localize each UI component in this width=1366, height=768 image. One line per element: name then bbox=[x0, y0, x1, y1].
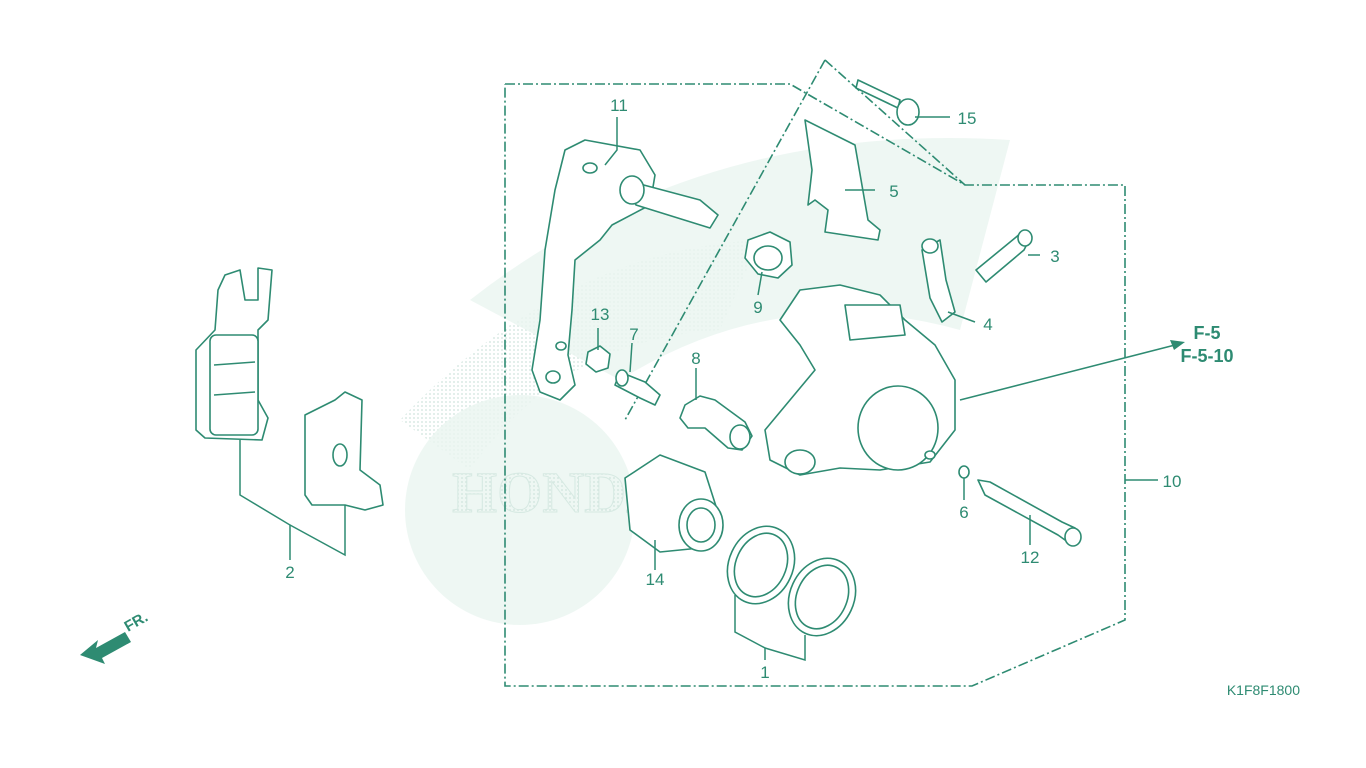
sub-assembly-divider-2 bbox=[824, 59, 966, 186]
leader-lines bbox=[239, 116, 1176, 662]
bleeder-screw bbox=[975, 229, 1033, 283]
sub-assembly-divider bbox=[624, 59, 826, 421]
callout-1: 1 bbox=[760, 663, 769, 682]
callout-12: 12 bbox=[1021, 548, 1040, 567]
reference-f5-10[interactable]: F-5-10 bbox=[1180, 346, 1233, 366]
callout-3: 3 bbox=[1050, 247, 1059, 266]
callout-10: 10 bbox=[1163, 472, 1182, 491]
o-ring bbox=[958, 465, 970, 479]
callout-14: 14 bbox=[646, 570, 665, 589]
callout-15: 15 bbox=[958, 109, 977, 128]
callout-6: 6 bbox=[959, 503, 968, 522]
callout-13: 13 bbox=[591, 305, 610, 324]
pad-spring bbox=[804, 119, 881, 241]
callout-7: 7 bbox=[629, 325, 638, 344]
callout-11: 11 bbox=[610, 96, 628, 115]
diagram-code: K1F8F1800 bbox=[1227, 682, 1300, 698]
reference-f5[interactable]: F-5 bbox=[1194, 323, 1221, 343]
reference-arrowhead bbox=[1170, 340, 1185, 350]
caliper-piston bbox=[624, 454, 724, 553]
pad-pin bbox=[977, 479, 1082, 547]
brake-pad-set bbox=[195, 267, 384, 511]
bleeder-cap bbox=[921, 238, 956, 323]
callout-4: 4 bbox=[983, 315, 992, 334]
caliper-bracket bbox=[531, 139, 719, 401]
front-label: FR. bbox=[122, 609, 151, 636]
caliper-pin bbox=[614, 369, 661, 406]
caliper-body bbox=[764, 284, 956, 476]
bleeder-nut bbox=[555, 341, 611, 373]
slide-pin bbox=[679, 395, 753, 451]
callout-labels: 1 2 3 4 5 6 7 8 9 10 11 12 13 14 15 bbox=[285, 96, 1181, 682]
callout-9: 9 bbox=[753, 298, 762, 317]
flange-bolt bbox=[855, 79, 920, 126]
front-direction-indicator: FR. bbox=[80, 609, 151, 664]
callout-5: 5 bbox=[889, 182, 898, 201]
honda-watermark: HONDA bbox=[400, 138, 1010, 625]
piston-seal-set bbox=[726, 525, 857, 637]
assembly-boundary bbox=[504, 83, 1126, 687]
callout-8: 8 bbox=[691, 349, 700, 368]
callout-2: 2 bbox=[285, 563, 294, 582]
pin-boot bbox=[744, 231, 793, 279]
